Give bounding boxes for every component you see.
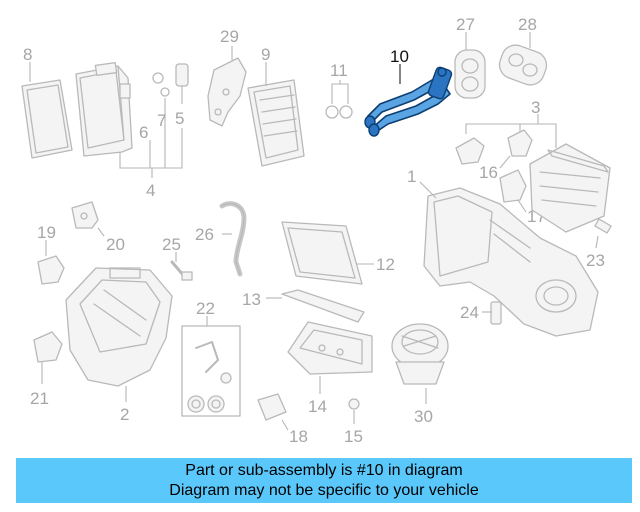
label-10: 10 <box>390 47 409 66</box>
label-22: 22 <box>196 299 215 318</box>
banner-line-1: Part or sub-assembly is #10 in diagram <box>185 462 463 479</box>
label-20: 20 <box>106 235 125 254</box>
label-12: 12 <box>376 255 395 274</box>
part-8-cabin-filter <box>21 62 73 159</box>
part-30-blower-motor <box>391 323 449 404</box>
label-2: 2 <box>120 405 129 424</box>
label-19: 19 <box>37 223 56 242</box>
part-17-actuator <box>499 169 527 213</box>
part-6-oring <box>152 72 164 84</box>
label-23: 23 <box>586 251 605 270</box>
label-1: 1 <box>407 167 416 186</box>
label-21: 21 <box>30 389 49 408</box>
part-4-evaporator <box>75 62 183 178</box>
label-14: 14 <box>308 397 327 416</box>
info-banner: Part or sub-assembly is #10 in diagram D… <box>16 458 632 503</box>
label-18: 18 <box>289 427 308 446</box>
parts-diagram: 8 4 6 7 5 29 9 <box>21 15 612 446</box>
part-26-hose <box>219 201 247 277</box>
label-29: 29 <box>220 27 239 46</box>
part-23-screw <box>594 218 612 249</box>
label-16: 16 <box>479 163 498 182</box>
part-2-lower-housing <box>65 267 173 402</box>
part-20-bracket <box>71 201 105 237</box>
part-19-clip <box>37 240 65 285</box>
label-8: 8 <box>23 45 32 64</box>
part-15-bolt <box>348 398 360 424</box>
label-5: 5 <box>175 109 184 128</box>
label-25: 25 <box>162 235 181 254</box>
label-27: 27 <box>456 15 475 34</box>
part-29-bracket <box>207 46 247 127</box>
label-13: 13 <box>242 290 261 309</box>
label-4: 4 <box>146 181 155 200</box>
label-28: 28 <box>518 15 537 34</box>
part-27-gasket <box>454 32 486 99</box>
part-3-leaders <box>465 114 557 148</box>
part-13-seal-strip <box>266 289 365 323</box>
part-28-gasket <box>498 32 548 86</box>
part-12-filter <box>281 221 374 285</box>
part-10-heater-pipes-highlighted <box>364 64 453 137</box>
part-16-actuator <box>455 129 533 169</box>
part-24-screw <box>482 301 502 325</box>
label-24: 24 <box>460 303 479 322</box>
part-11-seals <box>325 80 353 119</box>
part-21-actuator <box>33 331 63 384</box>
label-30: 30 <box>414 407 433 426</box>
label-7: 7 <box>157 111 166 130</box>
label-15: 15 <box>344 427 363 446</box>
part-1-main-housing <box>419 181 599 337</box>
part-9-heater-core <box>247 62 305 167</box>
part-5-valve <box>175 63 189 104</box>
part-7-oring <box>160 87 170 97</box>
label-9: 9 <box>261 45 270 64</box>
banner-line-2: Diagram may not be specific to your vehi… <box>169 482 479 499</box>
part-25-screw <box>170 252 193 281</box>
label-3: 3 <box>531 98 540 117</box>
label-6: 6 <box>139 123 148 142</box>
part-14-tray <box>287 321 373 394</box>
label-11: 11 <box>330 61 348 80</box>
part-18-module <box>257 393 289 431</box>
label-26: 26 <box>195 225 214 244</box>
part-22-kit <box>181 316 241 417</box>
part-3-housing-section <box>529 143 611 233</box>
